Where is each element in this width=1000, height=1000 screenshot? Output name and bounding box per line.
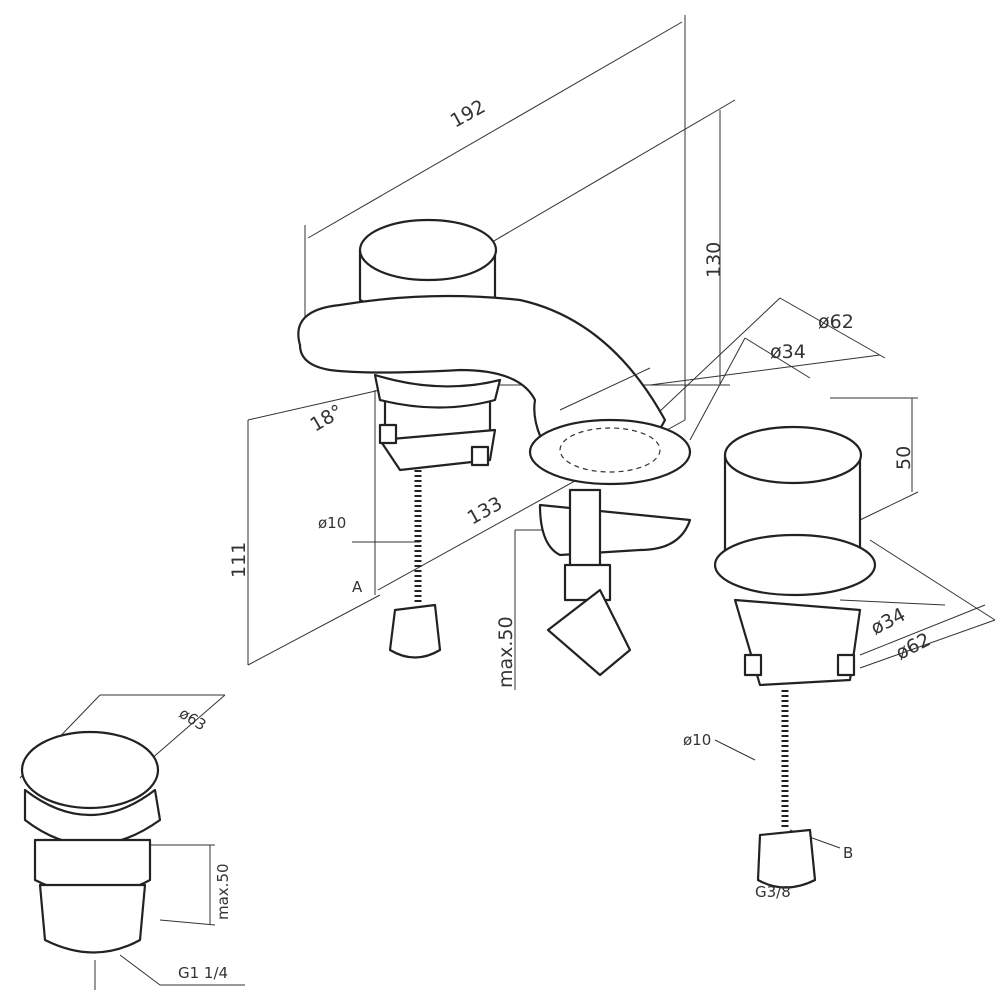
right-hose-diameter-label: ø10 [683, 731, 711, 749]
drain-max-height-label: max.50 [214, 863, 232, 920]
right-outer-diameter-label: ø62 [892, 629, 934, 665]
base-inner-diameter-label: ø34 [770, 341, 806, 363]
handle-height-label: 50 [893, 446, 915, 470]
drain [20, 730, 162, 990]
max-thickness-label: max.50 [495, 616, 517, 688]
connection-a-label: A [352, 578, 363, 596]
drain-diameter-label: ø63 [176, 704, 210, 734]
left-handle [358, 218, 498, 659]
right-handle [713, 425, 877, 889]
right-thread-label: G3/8 [755, 883, 791, 901]
drain-thread-label: G1 1/4 [178, 964, 228, 982]
center-distance-label: 133 [464, 493, 506, 530]
left-hose-diameter-label: ø10 [318, 514, 346, 532]
base-outer-diameter-label: ø62 [818, 311, 854, 333]
overall-length-label: 192 [447, 96, 489, 133]
connection-b-label: B [843, 844, 853, 862]
spout-height-label: 130 [703, 242, 725, 278]
spout [297, 294, 692, 677]
total-height-label: 111 [228, 542, 250, 578]
right-inner-diameter-label: ø34 [867, 604, 909, 640]
